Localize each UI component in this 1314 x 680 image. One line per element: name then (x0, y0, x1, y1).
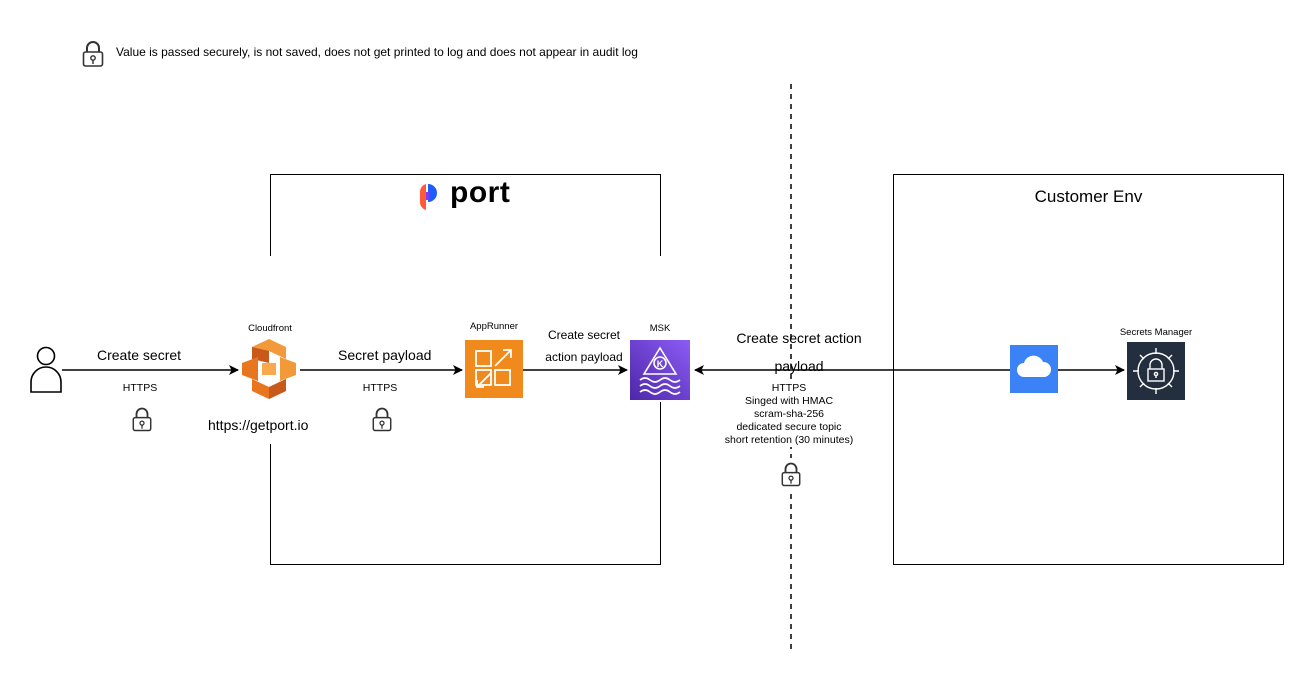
port-logo-icon (419, 184, 437, 210)
legend-lock-icon (81, 40, 105, 68)
port-logo: port (418, 176, 518, 212)
detail-line: scram-sha-256 (753, 408, 825, 420)
edge-label-secret-payload: Secret payload (338, 347, 432, 363)
edge-details-external: HTTPS Singed with HMAC scram-sha-256 ded… (714, 382, 864, 447)
secrets-manager-label: Secrets Manager (1119, 327, 1193, 338)
legend-text: Value is passed securely, is not saved, … (116, 45, 638, 59)
edge-label-line1: Create secret action (736, 330, 862, 346)
detail-line: dedicated secure topic (736, 421, 842, 433)
msk-icon: K (630, 340, 690, 400)
edge-protocol-create-secret: HTTPS (122, 382, 158, 394)
detail-line: short retention (30 minutes) (724, 434, 854, 446)
lock-icon (779, 458, 803, 492)
cloud-icon (1010, 345, 1058, 393)
msk-label: MSK (649, 323, 671, 334)
edge-label-action-payload-internal: Create secret action payload (536, 324, 632, 368)
detail-line: Singed with HMAC (744, 395, 834, 407)
lock-icon (131, 406, 153, 433)
customer-environment-box (893, 174, 1284, 565)
user-icon (28, 345, 64, 393)
cloudfront-icon (240, 337, 298, 401)
secrets-manager-icon (1127, 342, 1185, 400)
edge-label-line2: payload (774, 358, 824, 374)
apprunner-label: AppRunner (469, 321, 519, 332)
detail-line: HTTPS (771, 382, 807, 394)
cloudfront-url: https://getport.io (208, 417, 309, 433)
edge-label-action-payload-external: Create secret action payload (724, 324, 874, 380)
lock-icon (371, 406, 393, 433)
port-logo-text: port (450, 176, 511, 209)
svg-text:K: K (657, 359, 664, 369)
edge-label-line2: action payload (545, 350, 623, 364)
edge-label-line1: Create secret (547, 328, 621, 342)
customer-box-title: Customer Env (1034, 187, 1143, 206)
port-box-gap-right (655, 256, 665, 402)
edge-protocol-secret-payload: HTTPS (362, 382, 398, 394)
apprunner-icon (465, 340, 523, 398)
cloudfront-label: Cloudfront (248, 323, 292, 334)
edge-label-create-secret: Create secret (97, 347, 182, 363)
